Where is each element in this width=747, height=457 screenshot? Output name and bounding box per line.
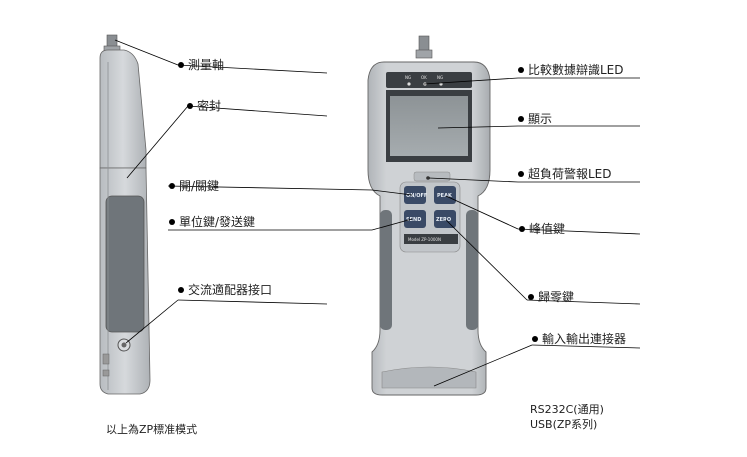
label-ac-adapter-port: 交流適配器接口	[188, 283, 273, 297]
label-power-key: 開/關鍵	[179, 179, 220, 193]
caption-usb: USB(ZP系列)	[530, 418, 598, 431]
side-view	[99, 34, 151, 395]
led-label-3: NG	[437, 75, 443, 80]
bullets	[169, 62, 538, 342]
label-unit-send-key: 單位鍵/發送鍵	[179, 215, 256, 229]
label-zero-key: 歸零鍵	[538, 290, 575, 304]
send-key[interactable]	[404, 210, 426, 228]
peak-key-label: PEAK	[437, 193, 453, 199]
caption-rs232c: RS232C(通用)	[530, 403, 604, 416]
label-compare-led: 比較數據辯識LED	[528, 63, 624, 77]
leader-lines	[114, 39, 641, 387]
label-io-connector: 輸入輸出連接器	[542, 332, 627, 346]
side-grip	[105, 195, 145, 333]
left-grip	[380, 210, 392, 330]
send-key-label: SEND	[406, 217, 421, 223]
label-sensor-shaft: 測量軸	[188, 58, 225, 72]
label-overload-led: 超負荷警報LED	[528, 167, 612, 181]
led-label-2: OK	[421, 75, 427, 80]
led-label-1: NG	[405, 75, 411, 80]
model-label: Model ZP-1000N	[408, 237, 441, 242]
right-grip	[466, 210, 478, 330]
label-peak-key: 峰值鍵	[529, 222, 566, 236]
lcd-screen	[390, 96, 468, 156]
caption-standard-note: 以上為ZP標准模式	[106, 423, 198, 436]
peak-key[interactable]	[434, 186, 456, 204]
label-seal: 密封	[197, 99, 222, 113]
model-plate	[404, 234, 458, 244]
led-ng-low-icon	[407, 82, 411, 86]
zero-key[interactable]	[434, 210, 456, 228]
led-strip	[386, 72, 472, 88]
io-connector-icon	[381, 366, 477, 389]
overload-led-icon	[426, 176, 430, 180]
front-view: NG OK NG ON/OFF PEAK SEND ZERO Model ZP-…	[367, 35, 491, 396]
onoff-key[interactable]	[404, 186, 426, 204]
onoff-key-label: ON/OFF	[406, 193, 427, 199]
label-display: 顯示	[528, 112, 553, 126]
zero-key-label: ZERO	[436, 217, 451, 223]
front-shaft-icon	[418, 35, 430, 53]
